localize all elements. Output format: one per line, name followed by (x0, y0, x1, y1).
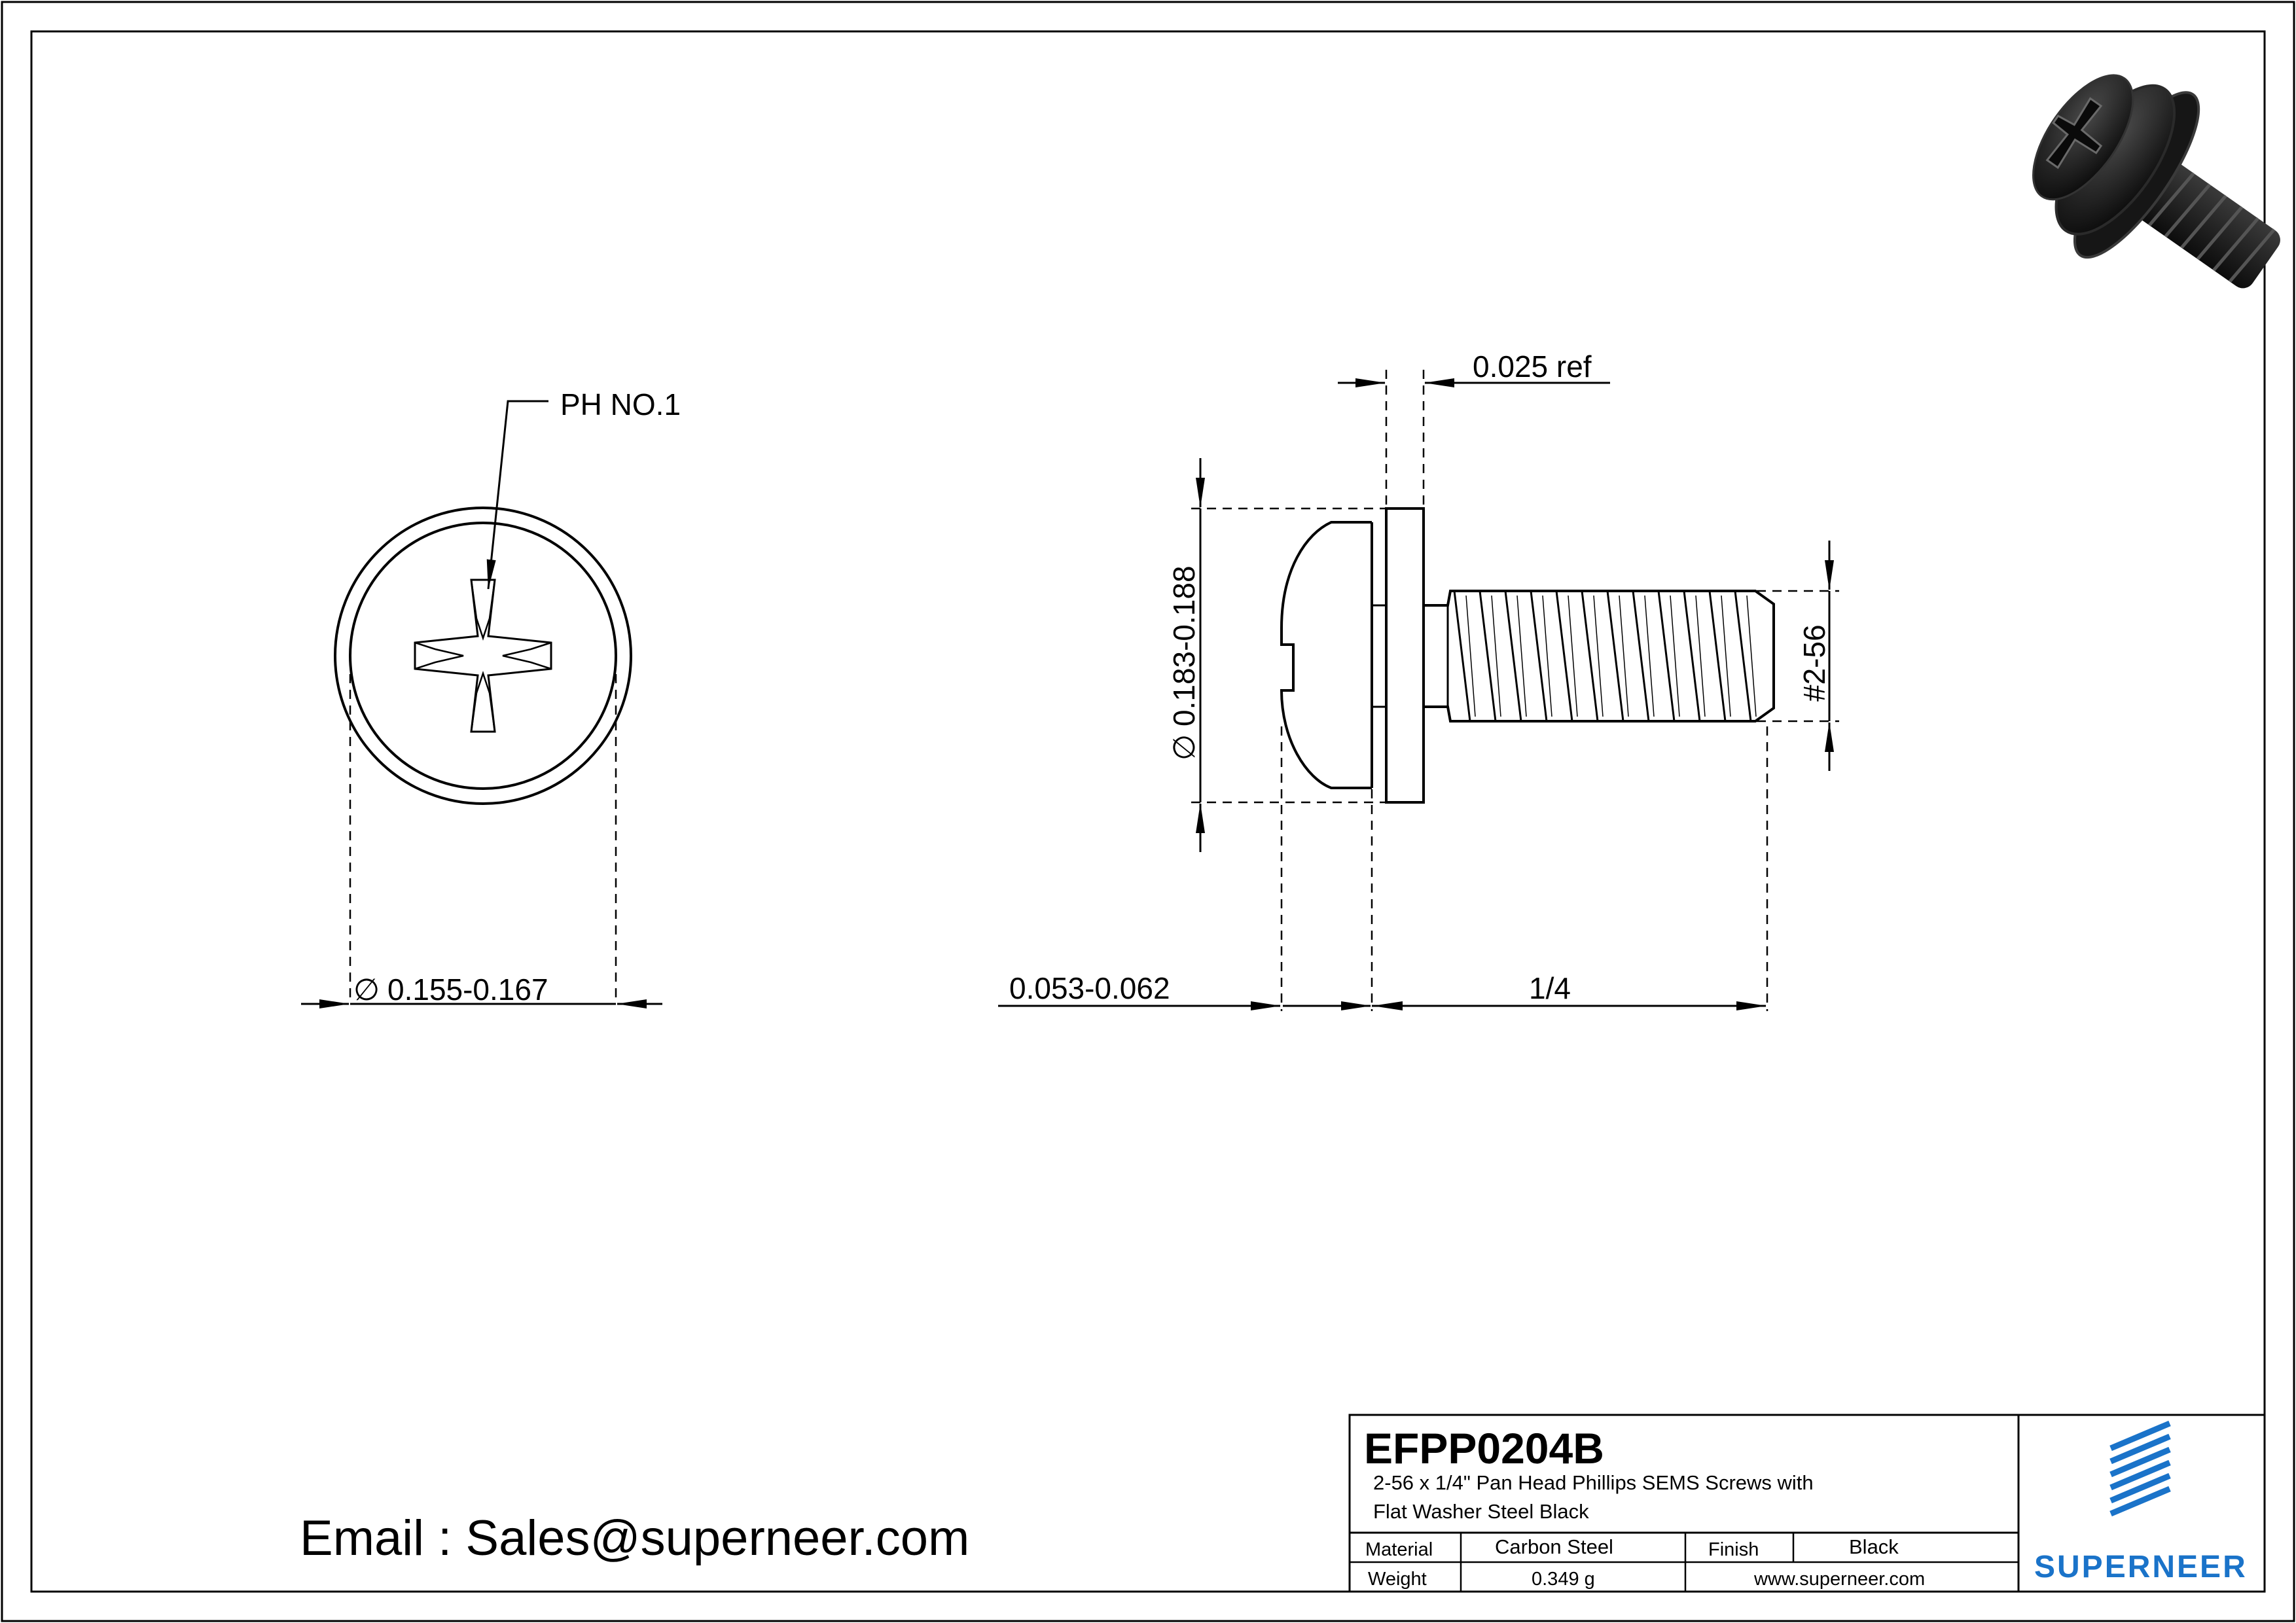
contact-email[interactable]: Email : Sales@superneer.com (300, 1510, 969, 1566)
head-diameter-symbol: ∅ (353, 972, 380, 1007)
thread-size-dimension (1757, 541, 1839, 771)
screw-render (2032, 74, 2280, 289)
thread-lines (1453, 590, 1757, 722)
description-line1: 2-56 x 1/4" Pan Head Phillips SEMS Screw… (1373, 1471, 1814, 1494)
driver-callout: PH NO.1 (560, 387, 681, 421)
head-outline (349, 522, 617, 790)
length-dimension (998, 726, 1768, 1011)
superneer-logo-icon (2109, 1420, 2171, 1517)
weight-label: Weight (1368, 1569, 1427, 1590)
side-view (1280, 507, 1775, 804)
inner-frame (30, 30, 2266, 1593)
description-line2: Flat Washer Steel Black (1373, 1500, 1589, 1523)
finish-value: Black (1849, 1535, 1899, 1558)
weight-value: 0.349 g (1532, 1569, 1595, 1590)
website-link[interactable]: www.superneer.com (1753, 1569, 1925, 1590)
material-label: Material (1365, 1539, 1433, 1560)
washer-outline (334, 507, 632, 805)
head-diameter-callout: 0.155-0.167 (387, 972, 548, 1007)
washer-diameter-symbol: ∅ (1167, 734, 1201, 760)
washer-thickness-dimension (1338, 370, 1610, 507)
material-value: Carbon Steel (1495, 1535, 1613, 1558)
driver-leader (486, 400, 548, 590)
washer-profile (1385, 507, 1425, 804)
finish-label: Finish (1708, 1539, 1759, 1560)
head-height-callout: 0.053-0.062 (1009, 971, 1170, 1005)
thread-size-callout: #2-56 (1797, 624, 1831, 702)
part-number: EFPP0204B (1364, 1424, 1604, 1472)
washer-thickness-callout: 0.025 ref (1473, 349, 1592, 383)
top-view (334, 507, 632, 805)
title-block (1348, 1414, 2266, 1593)
thread-body (1424, 590, 1775, 722)
head-diameter-extensions (349, 674, 617, 1004)
length-callout: 1/4 (1529, 971, 1571, 1005)
brand-name: SUPERNEER (2034, 1550, 2248, 1584)
phillips-recess (414, 579, 552, 733)
washer-diameter-callout: 0.183-0.188 (1167, 565, 1201, 726)
pan-head (1280, 521, 1372, 789)
washer-diameter-dimension (1191, 458, 1385, 852)
